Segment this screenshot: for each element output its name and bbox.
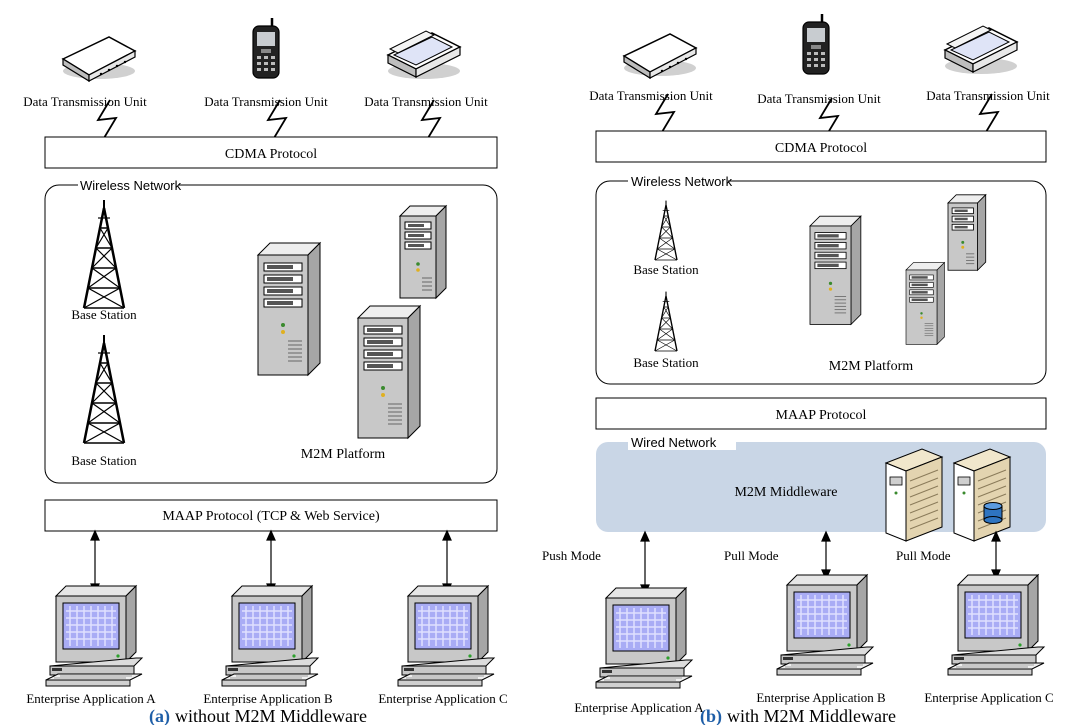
enterprise-application-label: Enterprise Application A bbox=[574, 700, 704, 715]
panel-without-middleware: Data Transmission Unit Data Transmission… bbox=[23, 16, 508, 725]
modem-icon bbox=[623, 33, 697, 79]
wireless-network-label-bg bbox=[78, 177, 178, 193]
dtu-label: Data Transmission Unit bbox=[23, 94, 147, 109]
m2m-platform-label: M2M Platform bbox=[301, 447, 386, 462]
scanner-icon bbox=[944, 25, 1018, 75]
bidirectional-arrows bbox=[640, 530, 1001, 596]
mobile-phone-icon bbox=[801, 12, 831, 76]
m2m-middleware-label: M2M Middleware bbox=[734, 485, 837, 500]
modem-icon bbox=[62, 36, 136, 82]
maap-protocol-label: MAAP Protocol (TCP & Web Service) bbox=[162, 509, 380, 524]
push-mode-label: Push Mode bbox=[542, 548, 601, 563]
dtu-label: Data Transmission Unit bbox=[589, 88, 713, 103]
m2m-platform-label: M2M Platform bbox=[829, 359, 914, 374]
server-icon bbox=[809, 215, 862, 325]
enterprise-application-label: Enterprise Application C bbox=[924, 690, 1053, 705]
cdma-protocol-label: CDMA Protocol bbox=[225, 147, 317, 162]
enterprise-application-label: Enterprise Application B bbox=[756, 690, 886, 705]
bidirectional-arrows bbox=[90, 529, 452, 595]
cdma-protocol-label: CDMA Protocol bbox=[775, 141, 867, 156]
panel-with-middleware: Data Transmission Unit Data Transmission… bbox=[542, 12, 1054, 725]
middleware-server-icon bbox=[885, 448, 943, 542]
enterprise-application-label: Enterprise Application C bbox=[378, 691, 507, 706]
base-station-label: Base Station bbox=[71, 307, 137, 322]
middleware-server-icon bbox=[953, 448, 1011, 542]
enterprise-application-label: Enterprise Application B bbox=[203, 691, 333, 706]
computer-icon bbox=[45, 585, 143, 687]
base-station-label: Base Station bbox=[633, 262, 699, 277]
maap-protocol-box bbox=[44, 499, 498, 532]
mobile-phone-icon bbox=[251, 16, 281, 80]
computer-icon bbox=[221, 585, 319, 687]
server-icon bbox=[357, 305, 421, 439]
dtu-label: Data Transmission Unit bbox=[757, 91, 881, 106]
scanner-icon bbox=[387, 30, 461, 80]
dtu-label: Data Transmission Unit bbox=[364, 94, 488, 109]
dtu-label: Data Transmission Unit bbox=[926, 88, 1050, 103]
computer-icon bbox=[397, 585, 495, 687]
server-icon bbox=[947, 194, 987, 271]
wireless-link-icons bbox=[654, 93, 1000, 137]
wireless-network-label: Wireless Network bbox=[80, 178, 182, 193]
wired-network-label: Wired Network bbox=[631, 435, 717, 450]
server-icon bbox=[905, 262, 945, 345]
wireless-network-label: Wireless Network bbox=[631, 174, 733, 189]
wireless-link-icons bbox=[96, 99, 442, 139]
maap-protocol-label: MAAP Protocol bbox=[776, 408, 867, 423]
base-station-label: Base Station bbox=[633, 355, 699, 370]
server-icon bbox=[399, 205, 447, 299]
maap-protocol-box bbox=[595, 397, 1047, 430]
pull-mode-label: Pull Mode bbox=[724, 548, 779, 563]
enterprise-application-label: Enterprise Application A bbox=[26, 691, 156, 706]
dtu-label: Data Transmission Unit bbox=[204, 94, 328, 109]
database-icon bbox=[983, 502, 1003, 524]
cdma-protocol-box bbox=[44, 136, 498, 169]
cdma-protocol-box bbox=[595, 130, 1047, 163]
caption-b: (b)with M2M Middleware bbox=[700, 706, 896, 725]
pull-mode-label: Pull Mode bbox=[896, 548, 951, 563]
computer-icon bbox=[595, 587, 693, 689]
base-station-label: Base Station bbox=[71, 453, 137, 468]
computer-icon bbox=[947, 574, 1045, 676]
server-icon bbox=[257, 242, 321, 376]
wireless-network-label-bg bbox=[628, 173, 728, 189]
wired-network-label-bg bbox=[628, 435, 736, 450]
computer-icon bbox=[776, 574, 874, 676]
caption-a: (a)without M2M Middleware bbox=[149, 706, 367, 725]
